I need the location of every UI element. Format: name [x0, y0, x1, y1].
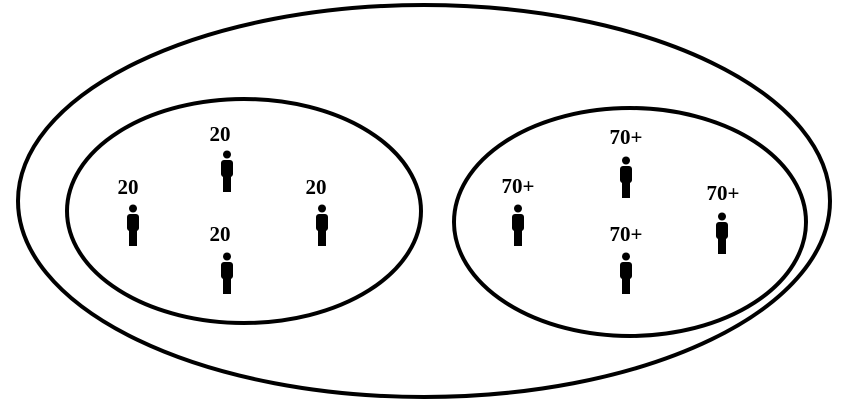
age-label-old-4: 70+: [609, 222, 643, 246]
person-icon: [512, 204, 524, 246]
person-icon: [127, 204, 139, 246]
age-label-young-3: 20: [305, 175, 327, 199]
young-group-ellipse: [65, 97, 423, 325]
age-label-young-2: 20: [117, 175, 139, 199]
age-label-old-3: 70+: [706, 181, 740, 205]
age-label-young-4: 20: [209, 222, 231, 246]
outer-ellipse: [16, 3, 832, 399]
age-label-old-2: 70+: [501, 174, 535, 198]
person-icon: [221, 252, 233, 294]
person-icon: [620, 156, 632, 198]
person-icon: [221, 150, 233, 192]
old-group-ellipse: [452, 106, 808, 338]
person-icon: [716, 212, 728, 254]
person-icon: [620, 252, 632, 294]
age-label-old-1: 70+: [609, 125, 643, 149]
person-icon: [316, 204, 328, 246]
age-label-young-1: 20: [209, 122, 231, 146]
